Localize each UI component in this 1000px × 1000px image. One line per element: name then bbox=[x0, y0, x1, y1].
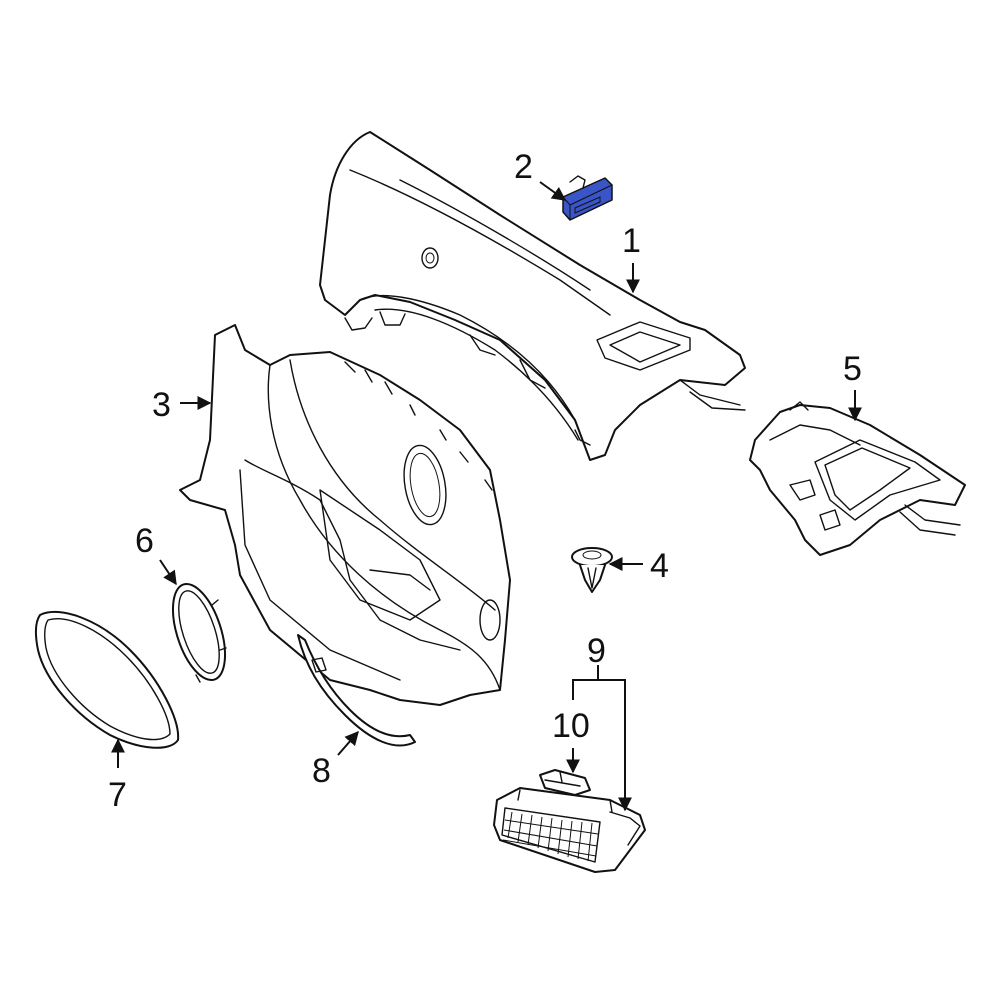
part-9-vent-grille[interactable] bbox=[493, 787, 646, 873]
callout-8: 8 bbox=[312, 752, 331, 790]
leader-6 bbox=[159, 559, 177, 586]
part-6-ring[interactable] bbox=[163, 578, 236, 687]
part-2-clip[interactable] bbox=[562, 175, 613, 221]
part-8-trim-strip[interactable] bbox=[297, 634, 416, 747]
callout-6: 6 bbox=[135, 522, 154, 560]
part-4-fastener[interactable] bbox=[571, 547, 613, 593]
callout-2: 2 bbox=[514, 148, 533, 186]
leader-8 bbox=[337, 730, 359, 756]
part-3-quarter-panel[interactable] bbox=[179, 324, 511, 706]
part-7-oval-bezel[interactable] bbox=[34, 610, 180, 749]
callout-10: 10 bbox=[552, 707, 590, 745]
callout-9: 9 bbox=[587, 632, 606, 670]
callout-4: 4 bbox=[650, 547, 669, 585]
part-5-housing-trim[interactable] bbox=[749, 401, 966, 556]
part-1-fender[interactable] bbox=[319, 131, 746, 461]
leader-lines bbox=[111, 181, 862, 812]
callout-labels: 1 2 3 4 5 6 7 8 9 10 bbox=[108, 148, 862, 814]
callout-1: 1 bbox=[622, 222, 641, 260]
callout-7: 7 bbox=[108, 776, 127, 814]
part-10-clip[interactable] bbox=[539, 769, 591, 796]
callout-3: 3 bbox=[152, 386, 171, 424]
leader-2 bbox=[539, 181, 567, 201]
callout-5: 5 bbox=[843, 350, 862, 388]
